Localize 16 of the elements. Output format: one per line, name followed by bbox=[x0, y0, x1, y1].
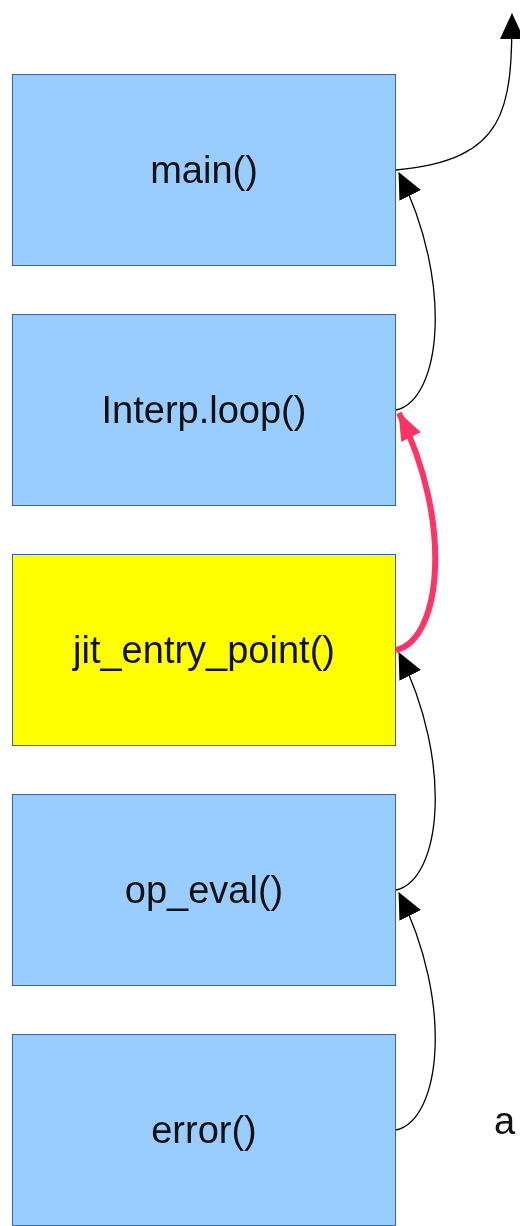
function-name: jit_entry_point() bbox=[73, 628, 335, 672]
function-box bbox=[12, 554, 396, 746]
function-box bbox=[12, 74, 396, 266]
call-arrow bbox=[395, 13, 520, 171]
call-arrow bbox=[394, 411, 438, 653]
function-name: op_eval() bbox=[124, 868, 284, 912]
call-arrow bbox=[395, 172, 436, 411]
function-name: Interp.loop() bbox=[101, 388, 307, 432]
function-box bbox=[12, 794, 396, 986]
function-name: main() bbox=[150, 148, 258, 192]
call-arrow bbox=[395, 652, 436, 891]
function-box bbox=[12, 1034, 396, 1226]
call-arrow bbox=[395, 892, 436, 1131]
function-name: error() bbox=[151, 1108, 257, 1152]
text-label: a bbox=[494, 1100, 516, 1143]
function-box bbox=[12, 314, 396, 506]
